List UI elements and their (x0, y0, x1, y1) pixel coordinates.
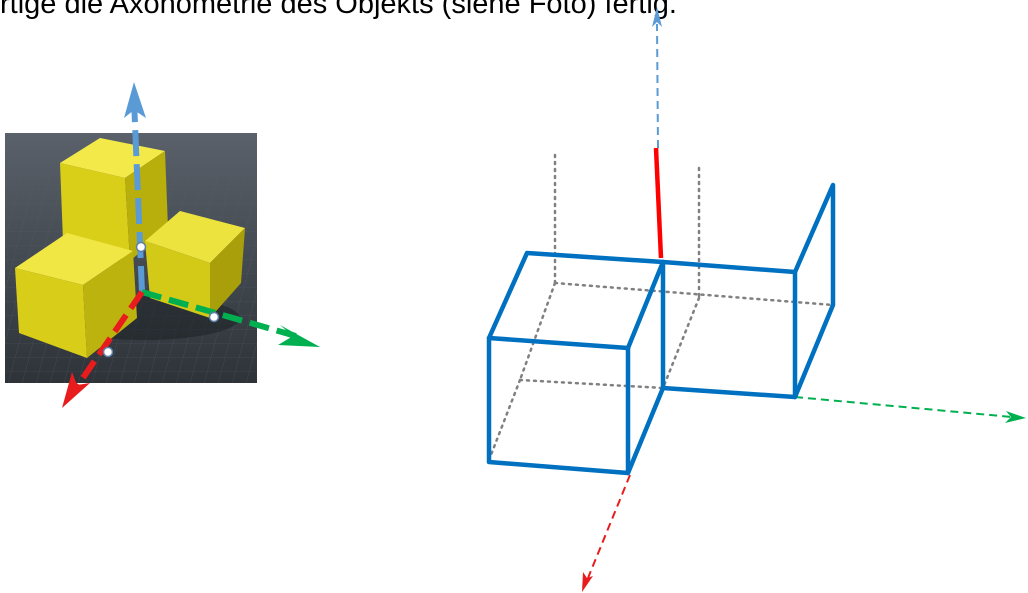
visible-edges (486, 182, 836, 476)
drawing-vertical-arrowhead (652, 7, 662, 27)
drawing-right-arrowhead (1005, 411, 1026, 423)
photo-axis-point (102, 346, 114, 358)
drawing-front-arrowhead (582, 572, 593, 592)
object-photo (5, 133, 257, 383)
photo-front-arrowhead (62, 372, 90, 408)
photo-axis-point (135, 241, 147, 253)
drawing-front-axis (587, 474, 631, 579)
photo-right-arrowhead (278, 325, 320, 347)
drawing-right-axis (794, 396, 1013, 418)
highlight-edge (653, 147, 664, 259)
photo-axes (62, 82, 320, 408)
photo-vertical-arrowhead (124, 82, 146, 118)
task-instruction: rtige die Axonometrie des Objekts (siehe… (0, 0, 677, 20)
drawing-axes (582, 7, 1026, 592)
photo-vertical-axis (131, 99, 145, 293)
photo-axis-point (208, 311, 220, 323)
drawing-vertical-axis (656, 23, 659, 149)
photo-right-cube (145, 211, 245, 318)
photo-right-axis (141, 289, 297, 339)
photo-left-cube (15, 233, 137, 358)
photo-front-axis (73, 290, 145, 390)
